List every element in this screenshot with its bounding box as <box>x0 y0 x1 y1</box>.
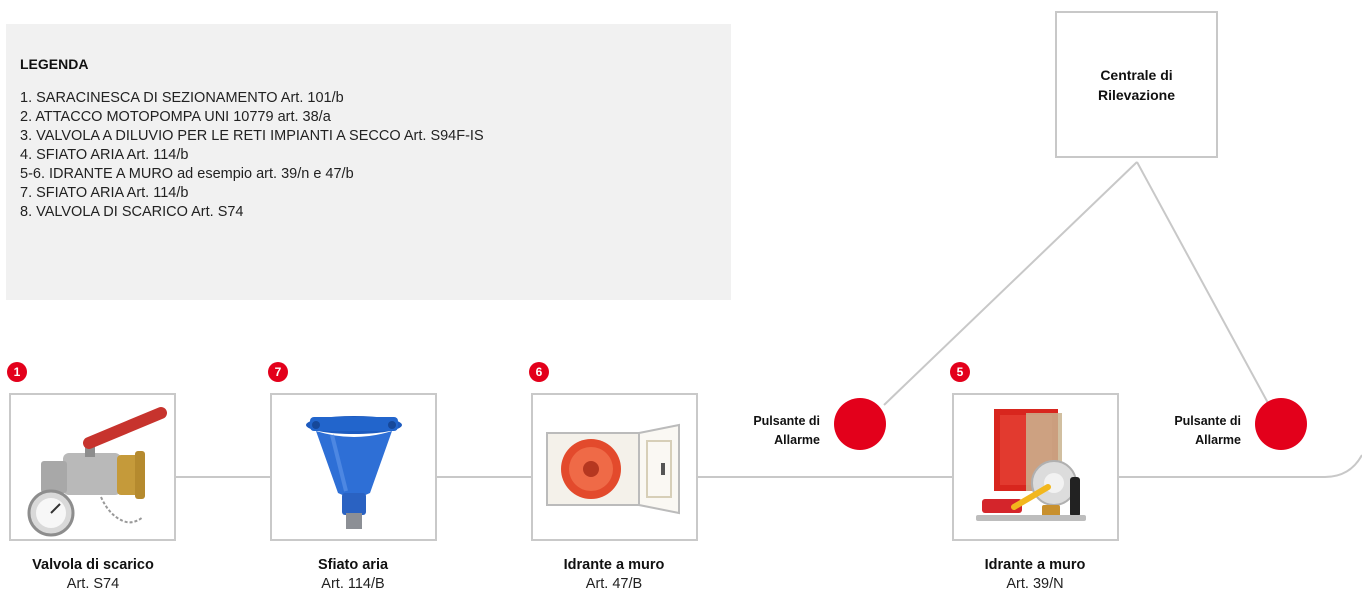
alarm-label-line: Pulsante di <box>753 414 820 428</box>
device-article: Art. 114/B <box>321 576 385 592</box>
device-title: Idrante a muro <box>563 557 665 573</box>
air-vent-photo <box>306 416 402 529</box>
alarm-button-dot[interactable] <box>834 398 886 450</box>
legend-item: 7. SFIATO ARIA Art. 114/b <box>20 185 189 201</box>
device-badge: 1 <box>7 362 27 382</box>
alarm-label-line: Allarme <box>1195 433 1241 447</box>
central-detection-box: Centrale di Rilevazione <box>1055 11 1218 158</box>
legend-item: 3. VALVOLA A DILUVIO PER LE RETI IMPIANT… <box>20 128 484 144</box>
device-article: Art. 39/N <box>1006 576 1064 592</box>
hose-reel-cabinet-photo <box>546 423 680 515</box>
signal-line-right <box>1136 161 1269 404</box>
legend-item: 8. VALVOLA DI SCARICO Art. S74 <box>20 204 244 220</box>
device-card-hose-reel[interactable] <box>531 393 698 541</box>
alarm-label: Pulsante di Allarme <box>710 412 820 450</box>
alarm-button-dot[interactable] <box>1255 398 1307 450</box>
device-title: Valvola di scarico <box>32 557 154 573</box>
device-title: Sfiato aria <box>317 557 389 573</box>
device-card-valve[interactable] <box>9 393 176 541</box>
device-badge: 7 <box>268 362 288 382</box>
device-caption: Idrante a muro Art. 39/N <box>935 556 1135 593</box>
device-badge: 5 <box>950 362 970 382</box>
device-badge: 6 <box>529 362 549 382</box>
device-title: Idrante a muro <box>984 557 1086 573</box>
legend-list: 1. SARACINESCA DI SEZIONAMENTO Art. 101/… <box>20 89 731 222</box>
alarm-label: Pulsante di Allarme <box>1131 412 1241 450</box>
device-caption: Valvola di scarico Art. S74 <box>0 556 193 593</box>
device-card-air-vent[interactable] <box>270 393 437 541</box>
alarm-label-line: Pulsante di <box>1174 414 1241 428</box>
valve-photo <box>27 407 167 537</box>
legend-item: 1. SARACINESCA DI SEZIONAMENTO Art. 101/… <box>20 90 344 106</box>
device-card-hydrant-kit[interactable] <box>952 393 1119 541</box>
hydrant-kit-photo <box>976 409 1086 521</box>
legend-item: 2. ATTACCO MOTOPOMPA UNI 10779 art. 38/a <box>20 109 331 125</box>
device-caption: Sfiato aria Art. 114/B <box>253 556 453 593</box>
pipe-line <box>1117 454 1362 478</box>
legend-panel: LEGENDA 1. SARACINESCA DI SEZIONAMENTO A… <box>6 24 731 300</box>
device-article: Art. S74 <box>66 576 120 592</box>
alarm-label-line: Allarme <box>774 433 820 447</box>
legend-item: 5-6. IDRANTE A MURO ad esempio art. 39/n… <box>20 166 354 182</box>
signal-line-left <box>883 161 1138 406</box>
legend-item: 4. SFIATO ARIA Art. 114/b <box>20 147 189 163</box>
device-article: Art. 47/B <box>585 576 643 592</box>
legend-title: LEGENDA <box>20 56 89 72</box>
device-caption: Idrante a muro Art. 47/B <box>514 556 714 593</box>
central-detection-label: Centrale di Rilevazione <box>1097 66 1176 103</box>
